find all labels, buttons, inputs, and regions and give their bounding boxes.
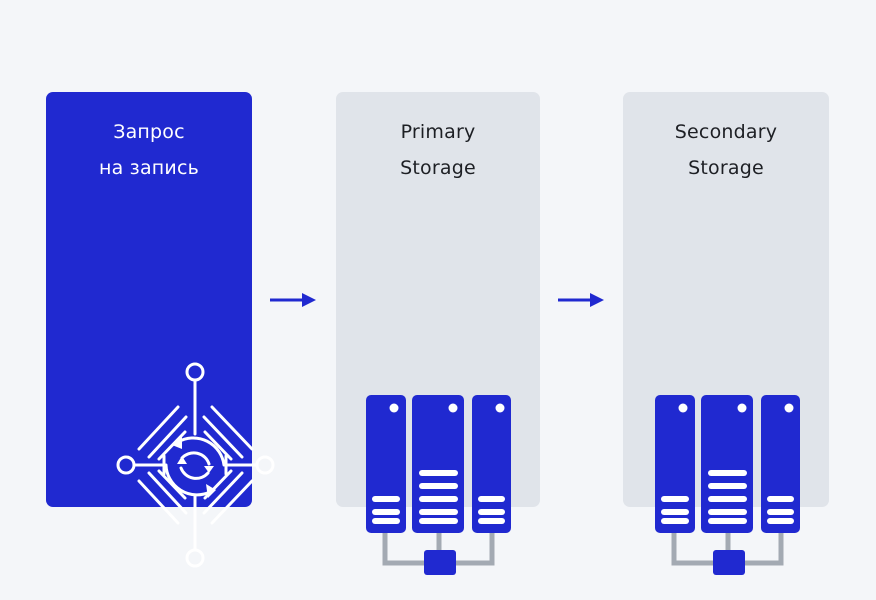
arrow-right-icon [268, 290, 318, 310]
step-card-write-request: Запрос на запись [46, 92, 275, 568]
step-title-line2: Storage [688, 157, 764, 179]
step-title: Запрос на запись [46, 114, 252, 186]
server-rack-icon [651, 392, 811, 587]
step-title-line2: на запись [98, 157, 200, 179]
server-rack-icon [362, 392, 522, 587]
step-card-primary-storage: Primary Storage [336, 92, 540, 575]
data-sync-circuit-icon [106, 352, 286, 582]
step-title-line1: Запрос [113, 121, 185, 143]
step-title-line1: Primary [400, 121, 476, 143]
step-title: Secondary Storage [623, 114, 829, 186]
step-title: Primary Storage [336, 114, 540, 186]
arrow-right-icon [556, 290, 606, 310]
step-title-line1: Secondary [674, 121, 778, 143]
step-title-line2: Storage [400, 157, 476, 179]
step-card-secondary-storage: Secondary Storage [623, 92, 829, 575]
